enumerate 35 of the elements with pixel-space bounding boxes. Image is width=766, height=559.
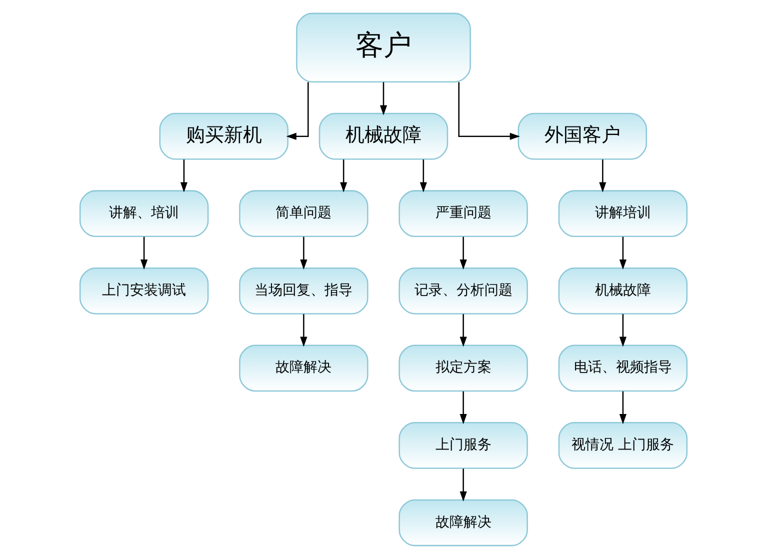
node-box: 机械故障 bbox=[558, 267, 688, 314]
node-box: 外国客户 bbox=[517, 112, 647, 160]
node-box: 简单问题 bbox=[238, 190, 368, 238]
arrow bbox=[286, 82, 308, 140]
node-box: 记录、分析问题 bbox=[398, 267, 528, 314]
arrow bbox=[459, 236, 466, 270]
node-box: 电话、视频指导 bbox=[558, 344, 688, 392]
node-box: 故障解决 bbox=[398, 499, 528, 546]
arrow bbox=[458, 82, 520, 140]
arrow bbox=[379, 82, 387, 116]
arrow bbox=[419, 160, 426, 192]
arrow bbox=[180, 160, 187, 192]
node-box: 讲解培训 bbox=[558, 190, 688, 238]
node-box: 客户 bbox=[296, 12, 470, 82]
node-box: 上门服务 bbox=[398, 422, 528, 469]
arrow bbox=[340, 160, 347, 192]
arrow bbox=[618, 236, 626, 270]
arrow bbox=[459, 468, 466, 502]
node-box: 机械故障 bbox=[318, 112, 448, 160]
node-box: 上门安装调试 bbox=[78, 267, 208, 314]
node-box: 购买新机 bbox=[158, 112, 288, 160]
arrow bbox=[140, 236, 148, 270]
node-box: 视情况 上门服务 bbox=[558, 422, 688, 469]
arrow bbox=[618, 314, 626, 347]
arrow bbox=[300, 236, 307, 270]
arrow bbox=[300, 314, 307, 347]
node-box: 严重问题 bbox=[398, 190, 528, 238]
node-box: 讲解、培训 bbox=[78, 190, 208, 238]
node-box: 拟定方案 bbox=[398, 344, 528, 392]
node-box: 当场回复、指导 bbox=[238, 267, 368, 314]
node-box: 故障解决 bbox=[238, 344, 368, 392]
arrow bbox=[598, 160, 606, 192]
arrow bbox=[459, 314, 466, 347]
arrow bbox=[459, 391, 466, 424]
arrow bbox=[618, 391, 626, 424]
